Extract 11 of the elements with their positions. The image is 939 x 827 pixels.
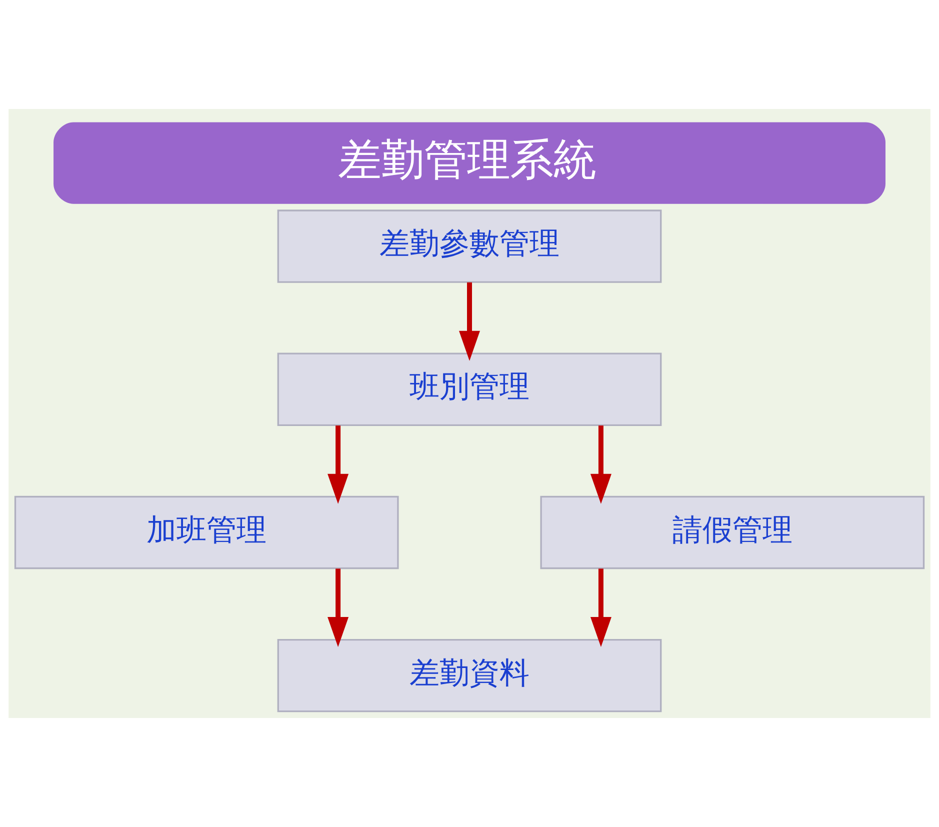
diagram-title: 差勤管理系統 xyxy=(338,135,596,186)
node-box: 差勤資料 xyxy=(277,638,662,712)
arrow xyxy=(590,568,612,648)
arrow xyxy=(590,425,612,504)
node-box: 請假管理 xyxy=(540,496,925,570)
node-box: 加班管理 xyxy=(14,496,399,570)
arrow xyxy=(459,282,480,361)
node-box: 差勤參數管理 xyxy=(277,210,662,283)
arrow xyxy=(328,425,349,504)
arrow xyxy=(328,568,349,648)
node-box: 班別管理 xyxy=(277,352,662,426)
